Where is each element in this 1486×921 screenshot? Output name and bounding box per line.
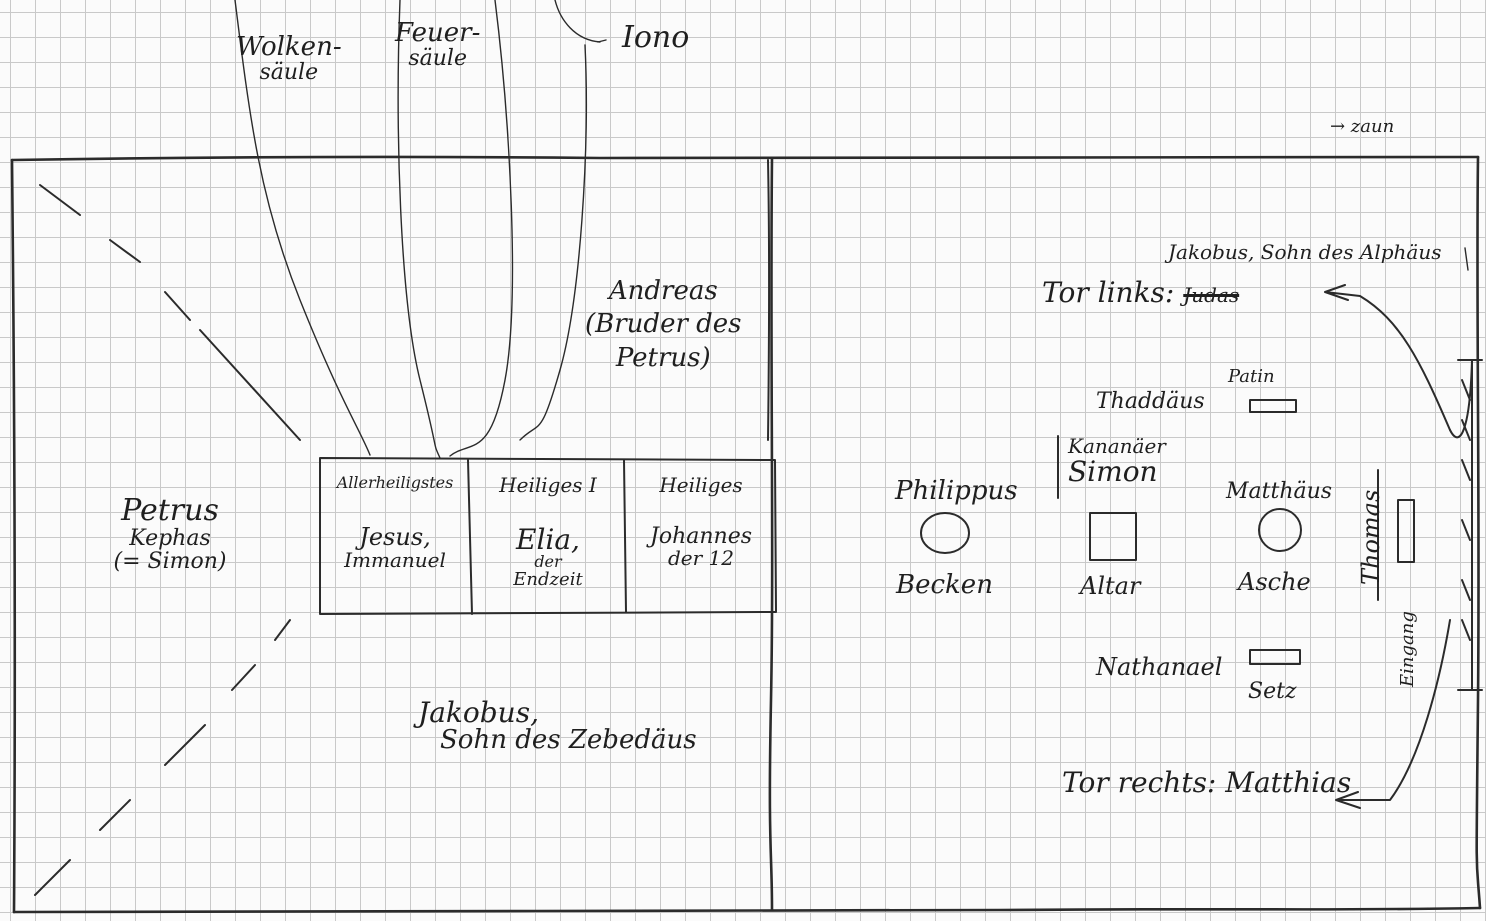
thomas-label: Thomas — [1357, 489, 1385, 585]
sanctuary-divider-2 — [623, 459, 627, 613]
asche-shape — [1258, 508, 1302, 552]
feuersaeule-label: Feuer- säule — [395, 18, 481, 72]
andreas-line1: Andreas — [608, 276, 718, 306]
tor-rechts-label: Tor rechts: Matthias — [1062, 766, 1352, 799]
patin-label: Patin — [1228, 366, 1275, 387]
altar-shape — [1089, 512, 1137, 561]
jesus-label: Jesus, Immanuel — [326, 523, 464, 573]
elia-line1: Elia, — [516, 523, 580, 556]
heiliges1-label: Heiliges I — [499, 473, 597, 497]
heiliges2-label: Heiliges — [659, 473, 743, 497]
asche-label: Asche — [1238, 568, 1311, 596]
tor-links-struck: Judas — [1183, 283, 1240, 307]
feuersaeule-line-b — [519, 0, 601, 441]
eingang-label: Eingang — [1397, 611, 1418, 687]
setz-label: Setz — [1248, 679, 1297, 704]
elia-line2: der — [534, 552, 562, 572]
becken-label: Becken — [896, 570, 993, 600]
wolkensaeule-line-a — [234, 0, 371, 456]
inner-box-left-wall — [767, 159, 771, 441]
petrus-line3: (= Simon) — [113, 548, 227, 574]
feuersaeule-line1: Feuer- — [395, 18, 481, 48]
patin-shape — [1249, 399, 1297, 413]
becken-shape — [920, 512, 970, 554]
matthaeus-label: Matthäus — [1226, 479, 1333, 504]
kananaeer-text: Kananäer — [1068, 434, 1166, 458]
jakobus-zebedaeus-label: Jakobus, Sohn des Zebedäus — [418, 698, 697, 755]
nathanael-label: Nathanael — [1096, 653, 1223, 681]
philippus-label: Philippus — [895, 476, 1018, 506]
kananaeer-label: Kananäer Simon — [1068, 434, 1166, 488]
jesus-line2: Immanuel — [344, 548, 446, 573]
zaun-label: → zaun — [1330, 116, 1395, 137]
andreas-line2: (Bruder des — [585, 309, 742, 340]
johannes-label: Johannes der 12 — [630, 525, 772, 569]
center-divider — [768, 156, 774, 912]
wolkensaeule-label: Wolken- säule — [236, 32, 342, 86]
simon-text: Simon — [1068, 455, 1158, 488]
petrus-label: Petrus Kephas (= Simon) — [90, 495, 250, 573]
thomas-bench-shape — [1397, 499, 1415, 563]
outer-frame-top — [10, 155, 1480, 162]
andreas-label: Andreas (Bruder des Petrus) — [585, 276, 742, 373]
petrus-line1: Petrus — [121, 493, 219, 528]
tor-links-label: Tor links: Judas — [1042, 278, 1239, 307]
feuersaeule-line-a — [449, 0, 514, 457]
johannes-line1: Johannes — [650, 524, 752, 549]
wolkensaeule-line2: säule — [259, 60, 319, 86]
sanctuary-divider-1 — [467, 459, 473, 615]
tor-links-text: Tor links: — [1042, 276, 1175, 309]
wolkensaeule-line1: Wolken- — [236, 32, 342, 62]
feuersaeule-line2: säule — [408, 46, 467, 72]
jakobus-zebedaeus-line2: Sohn des Zebedäus — [440, 725, 697, 756]
tor-rechts-arrow — [1335, 619, 1451, 809]
wolkensaeule-line-b — [397, 0, 441, 459]
elia-label: Elia, der Endzeit — [476, 525, 620, 590]
andreas-line3: Petrus) — [615, 342, 711, 373]
allerheiligstes-label: Allerheiligstes — [336, 473, 454, 492]
gate-hatching — [1461, 379, 1471, 641]
thaddaeus-label: Thaddäus — [1096, 389, 1205, 414]
setz-shape — [1249, 649, 1301, 665]
jakobus-zebedaeus-line1: Jakobus, — [418, 696, 539, 729]
outer-frame-bottom — [12, 906, 1482, 914]
outer-frame-left — [10, 158, 17, 914]
elia-line3: Endzeit — [513, 569, 583, 591]
altar-label: Altar — [1080, 572, 1141, 600]
ionic-label: Iono — [622, 20, 690, 55]
tor-links-arrow — [1324, 284, 1451, 431]
outer-frame-right — [1475, 155, 1482, 910]
petrus-line2: Kephas — [129, 525, 211, 551]
alphaeus-bracket — [1464, 247, 1469, 271]
johannes-line2: der 12 — [667, 546, 734, 571]
diagonal-dashes — [34, 184, 301, 896]
jakobus-alphaeus-label: Jakobus, Sohn des Alphäus — [1168, 240, 1442, 264]
ionic-arrow — [597, 39, 607, 43]
jesus-line1: Jesus, — [359, 523, 431, 551]
